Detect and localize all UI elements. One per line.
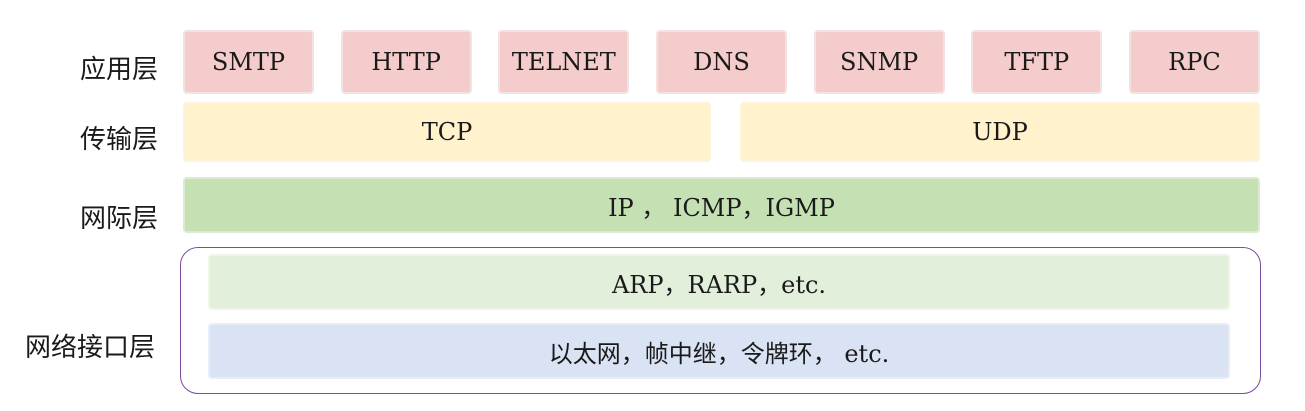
protocol-box-snmp: SNMP [813,30,945,94]
protocol-box-udp: UDP [740,102,1260,162]
network-interface-layer-label: 网络接口层 [25,333,156,363]
application-layer-row: SMTP HTTP TELNET DNS SNMP TFTP RPC [183,30,1260,94]
application-layer-label: 应用层 [80,55,159,85]
protocol-box-internet: IP ， ICMP，IGMP [183,177,1260,233]
protocol-box-smtp: SMTP [183,30,314,94]
protocol-box-http: HTTP [340,30,472,94]
protocol-box-rpc: RPC [1128,30,1260,94]
protocol-box-tcp: TCP [183,102,711,162]
network-interface-frame [180,247,1261,394]
protocol-box-arp-rarp: ARP，RARP，etc. [208,254,1230,310]
protocol-box-dns: DNS [655,30,787,94]
protocol-box-link-layer: 以太网，帧中继，令牌环， etc. [208,323,1230,379]
protocol-box-tftp: TFTP [971,30,1103,94]
transport-layer-label: 传输层 [80,125,159,155]
internet-layer-label: 网际层 [80,204,159,234]
protocol-box-telnet: TELNET [498,30,630,94]
